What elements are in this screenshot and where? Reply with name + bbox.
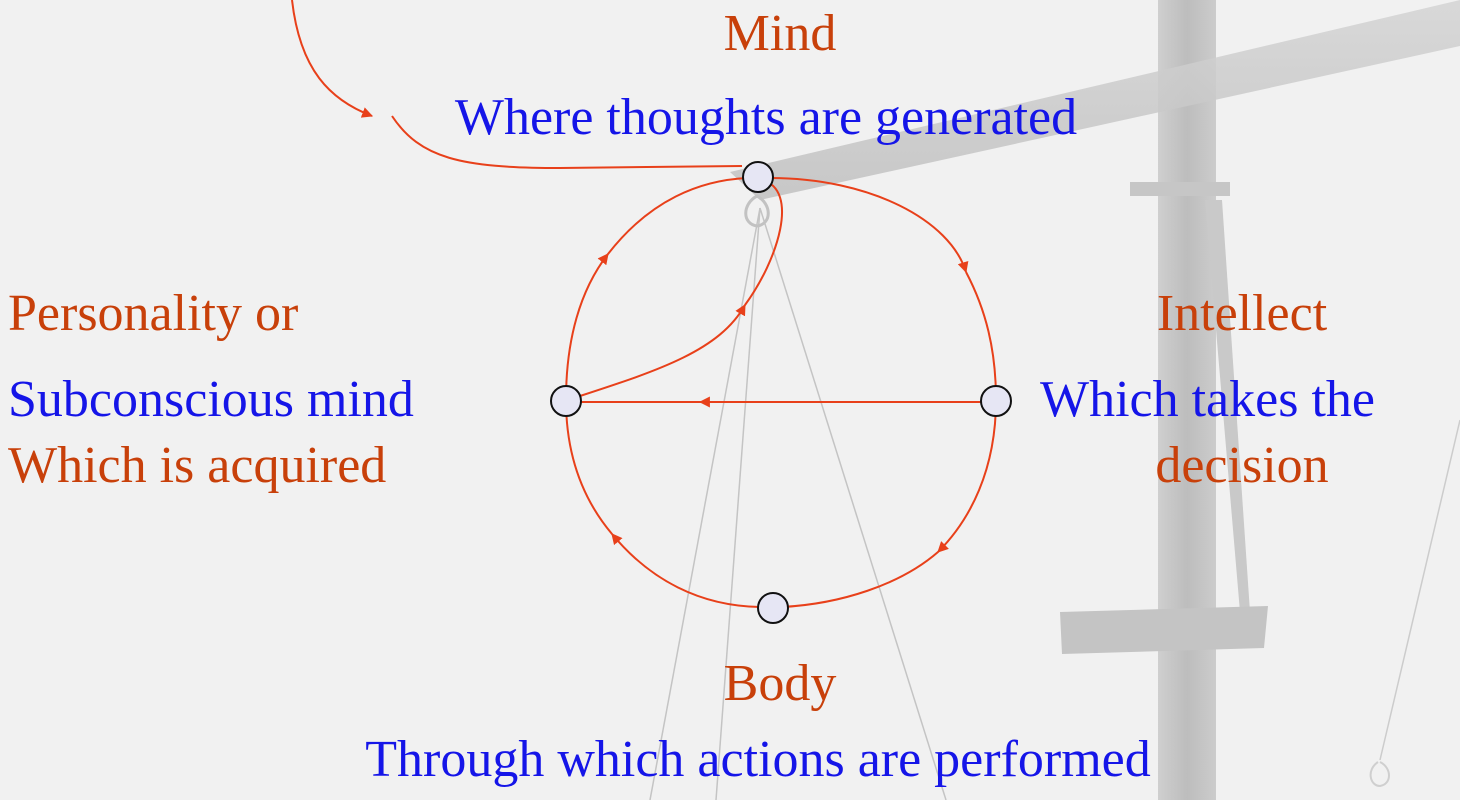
mind-title: Mind [723,5,837,62]
feedback-curve [391,115,743,170]
personality-subconscious: Subconscious mind [8,371,414,428]
scale-base [1060,606,1268,654]
body-title: Body [723,655,837,712]
node-personality [550,385,582,417]
scale-hook [1369,761,1390,788]
personality-title: Personality or [8,285,299,342]
arc-body-to-personality [611,533,761,608]
intellect-decision: decision [1155,437,1329,494]
scale-string [715,207,761,800]
scale-post [1158,0,1216,800]
arc-personality-to-mind-rest [607,177,749,255]
scale-string [1379,419,1460,761]
node-body [757,592,789,624]
intellect-description: Which takes the [1040,371,1375,428]
body-description: Through which actions are performed [365,731,1151,788]
mind-description: Where thoughts are generated [454,89,1078,146]
incoming-arrow [291,0,374,118]
arc-personality-to-mind [565,253,609,401]
personality-to-mind-loop-rest [744,179,784,306]
node-intellect [980,385,1012,417]
intellect-title: Intellect [1156,285,1328,342]
scale-hook [744,194,770,228]
personality-description: Which is acquired [8,437,387,494]
arc-intellect-to-body-rest [781,551,939,608]
scale-cap [1130,182,1230,196]
arc-mind-to-intellect [769,177,969,274]
node-mind [742,161,774,193]
scale-string [759,207,947,800]
arc-intellect-to-body [937,399,997,553]
arc-mind-to-intellect-rest [965,271,997,401]
scale-pointer [1205,200,1250,612]
personality-to-mind-loop [579,304,746,397]
scale-beam [730,0,1460,200]
arc-body-to-personality-rest [565,399,613,535]
